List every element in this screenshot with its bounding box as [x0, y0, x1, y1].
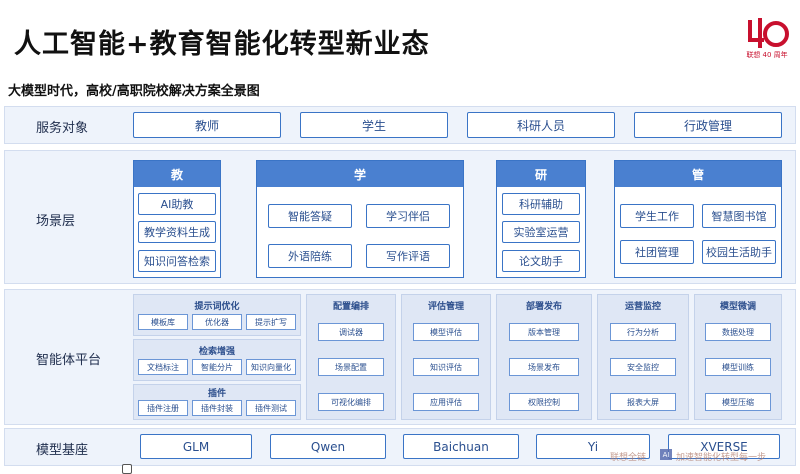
scene-item: 写作评语 [366, 244, 450, 268]
platform-item: 场景配置 [318, 358, 384, 376]
platform-item: 模型压缩 [705, 393, 771, 411]
scene-item: 论文助手 [502, 250, 580, 272]
scene-item: AI助教 [138, 193, 216, 215]
platform-item: 可视化编排 [318, 393, 384, 411]
scene-item: 智能答疑 [268, 204, 352, 228]
platform-block-header: 提示词优化 [194, 302, 240, 312]
platform-item: 调试器 [318, 323, 384, 341]
platform-item: 模型训练 [705, 358, 771, 376]
model-item-baichuan: Baichuan [403, 434, 519, 459]
platform-item: 知识评估 [413, 358, 479, 376]
platform-item: 数据处理 [705, 323, 771, 341]
platform-item: 报表大屏 [610, 393, 676, 411]
scene-item: 学生工作 [620, 204, 694, 228]
platform-item: 模板库 [138, 314, 188, 330]
page-subtitle: 大模型时代，高校/高职院校解决方案全景图 [8, 84, 260, 99]
scene-item: 知识问答检索 [138, 250, 216, 272]
scene-layer-label: 场景层 [36, 214, 76, 229]
platform-item: 应用评估 [413, 393, 479, 411]
scene-item: 学习伴侣 [366, 204, 450, 228]
platform-item: 智能分片 [192, 359, 242, 375]
platform-item: 权限控制 [509, 393, 579, 411]
service-item-student: 学生 [300, 112, 448, 138]
platform-column-header: 配置编排 [332, 302, 369, 312]
platform-item: 场景发布 [509, 358, 579, 376]
platform-item: 插件封装 [192, 400, 242, 416]
logo-caption: 联想 40 周年 [746, 51, 788, 59]
watermark-text: 加速智能化转型每一步 [676, 453, 767, 463]
scene-item: 校园生活助手 [702, 240, 776, 264]
platform-item: 安全监控 [610, 358, 676, 376]
service-item-teacher: 教师 [133, 112, 281, 138]
scene-group-header: 教 [134, 161, 220, 187]
platform-item: 优化器 [192, 314, 242, 330]
platform-column-header: 部署发布 [525, 302, 562, 312]
model-layer-label: 模型基座 [36, 443, 89, 458]
watermark-ai-icon: AI [660, 449, 672, 460]
model-item-yi: Yi [536, 434, 650, 459]
platform-item: 插件测试 [246, 400, 296, 416]
platform-item: 模型评估 [413, 323, 479, 341]
lenovo-40-logo-icon [748, 18, 789, 48]
service-item-admin: 行政管理 [634, 112, 782, 138]
scene-item: 智慧图书馆 [702, 204, 776, 228]
model-item-glm: GLM [140, 434, 252, 459]
platform-column-header: 评估管理 [427, 302, 464, 312]
model-item-qwen: Qwen [270, 434, 386, 459]
scene-group-header: 管 [615, 161, 781, 187]
platform-column-header: 模型微调 [719, 302, 756, 312]
service-layer-label: 服务对象 [36, 121, 89, 136]
platform-item: 知识向量化 [246, 359, 296, 375]
platform-item: 提示扩写 [246, 314, 296, 330]
service-item-researcher: 科研人员 [467, 112, 615, 138]
scene-item: 社团管理 [620, 240, 694, 264]
platform-block-header: 插件 [207, 389, 226, 399]
scene-item: 科研辅助 [502, 193, 580, 215]
window-control-icon [122, 464, 132, 474]
platform-item: 版本管理 [509, 323, 579, 341]
scene-item: 外语陪练 [268, 244, 352, 268]
platform-item: 文档标注 [138, 359, 188, 375]
model-layer-band [4, 428, 796, 466]
platform-item: 行为分析 [610, 323, 676, 341]
watermark-brand: 联想全链 [610, 453, 647, 463]
scene-item: 实验室运营 [502, 221, 580, 243]
platform-block-header: 检索增强 [198, 347, 235, 357]
scene-group-header: 学 [257, 161, 463, 187]
platform-layer-label: 智能体平台 [36, 353, 102, 368]
scene-item: 教学资料生成 [138, 221, 216, 243]
platform-item: 插件注册 [138, 400, 188, 416]
page-title: 人工智能+教育智能化转型新业态 [14, 29, 430, 60]
platform-column-header: 运营监控 [624, 302, 661, 312]
model-item-xverse: XVERSE [668, 434, 780, 459]
scene-group-header: 研 [497, 161, 585, 187]
